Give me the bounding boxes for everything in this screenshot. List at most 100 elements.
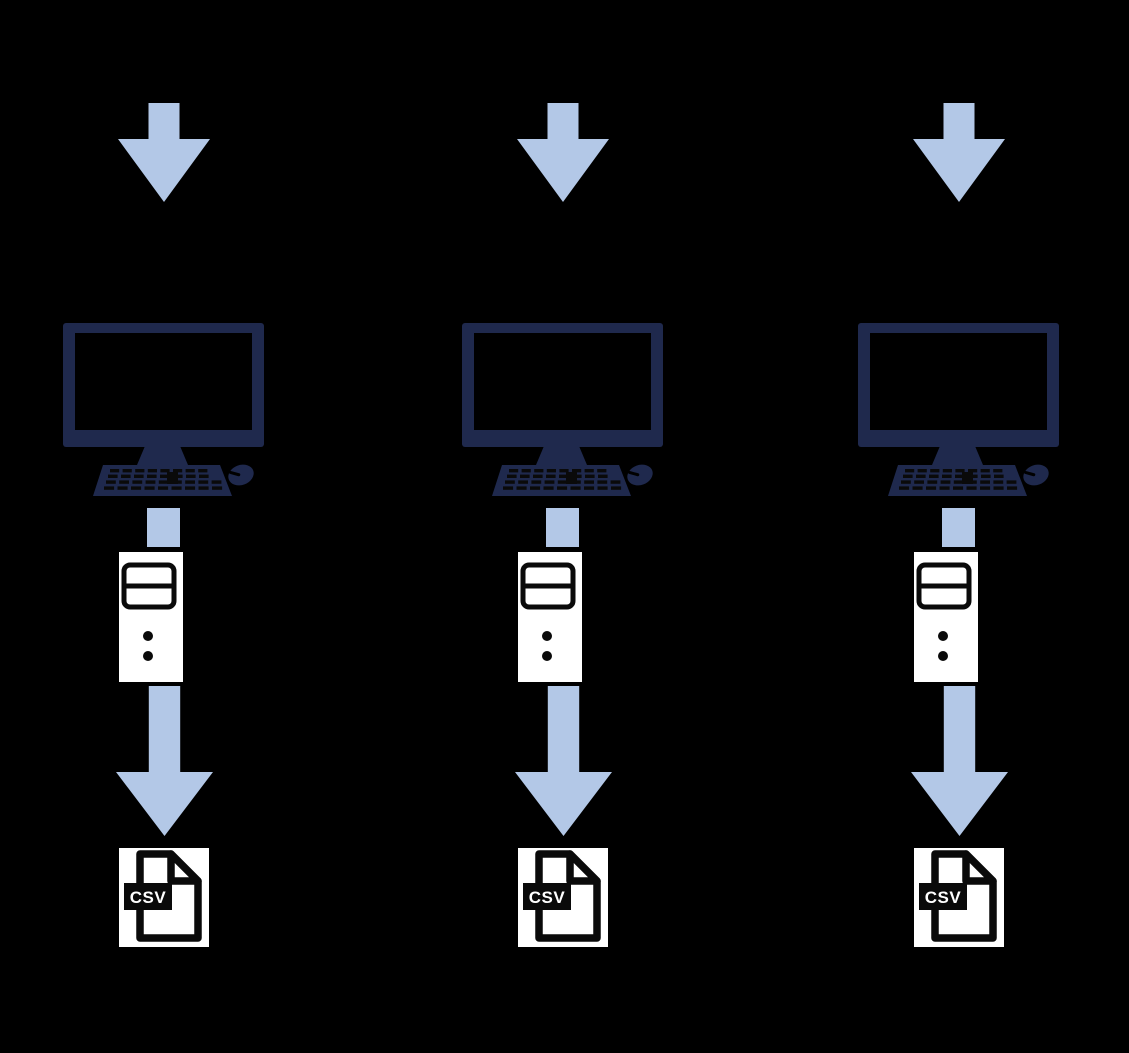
keyboard-key [106, 480, 116, 484]
keyboard-key [903, 474, 913, 478]
keyboard-key [912, 486, 923, 490]
keyboard-key [953, 480, 964, 484]
monitor-screen [474, 333, 651, 430]
file-fold [962, 850, 997, 885]
keyboard-key [953, 486, 964, 490]
mouse-body [228, 464, 254, 486]
keyboard-key [901, 480, 911, 484]
keyboard-key [597, 469, 607, 473]
keyboard-key [147, 474, 157, 478]
reset-button-dot [143, 651, 153, 661]
mouse-body [1023, 464, 1049, 486]
keyboard-keys [503, 469, 622, 490]
keyboard-key [585, 474, 595, 478]
file-label-text: CSV [529, 888, 566, 907]
mouse-slit [1023, 470, 1036, 477]
csv-file-icon: CSV [119, 848, 209, 947]
keyboard-key [119, 480, 129, 484]
keyboard-key [926, 486, 937, 490]
keyboard-key [572, 469, 582, 473]
keyboard-key [584, 469, 594, 473]
mouse-body [627, 464, 653, 486]
keyboard-key [185, 480, 195, 484]
keyboard-key [160, 469, 170, 473]
monitor-stand [536, 446, 587, 465]
keyboard-key [503, 486, 514, 490]
power-button-dot [143, 631, 153, 641]
keyboard-key [942, 469, 952, 473]
keyboard-key [929, 474, 939, 478]
keyboard-key [108, 474, 118, 478]
space-key [962, 472, 973, 484]
keyboard-key [993, 480, 1004, 484]
keyboard-key [980, 480, 990, 484]
keyboard-key [505, 480, 515, 484]
down-arrow-shape [913, 103, 1005, 202]
space-key [167, 472, 178, 484]
keyboard-key [185, 469, 195, 473]
keyboard-key [584, 480, 594, 484]
keyboard-key [131, 486, 142, 490]
keyboard-key [104, 486, 115, 490]
keyboard-key [914, 480, 924, 484]
down-arrow-shape [515, 686, 612, 836]
keyboard-key [534, 469, 544, 473]
pc-tower-icon [518, 552, 582, 682]
keyboard-key [940, 480, 951, 484]
keyboard-key [144, 486, 155, 490]
keyboard-key [121, 474, 131, 478]
keyboard-key [597, 486, 608, 490]
file-label-text: CSV [130, 888, 167, 907]
flow-connector [546, 508, 579, 547]
keyboard-key [199, 474, 209, 478]
keyboard-key [531, 480, 542, 484]
keyboard-key [173, 469, 183, 473]
keyboard-key [905, 469, 915, 473]
keyboard-key [939, 486, 950, 490]
keyboard-key [521, 469, 531, 473]
keyboard-key [610, 480, 621, 484]
down-arrow-shape [118, 103, 210, 202]
space-key [566, 472, 577, 484]
file-label-box [124, 883, 172, 910]
keyboard-key [132, 480, 143, 484]
monitor-screen [870, 333, 1047, 430]
keyboard-key [185, 486, 196, 490]
keyboard-key [186, 474, 196, 478]
reset-button-dot [542, 651, 552, 661]
keyboard-key [994, 474, 1004, 478]
keyboard-key [546, 474, 556, 478]
keyboard-key [516, 486, 527, 490]
keyboard-key [570, 486, 581, 490]
keyboard-key [557, 480, 568, 484]
keyboard-key [966, 486, 977, 490]
keyboard-key [980, 469, 990, 473]
desktop-computer-icon [63, 323, 264, 496]
keyboard-key [530, 486, 541, 490]
keyboard-key [533, 474, 543, 478]
keyboard-key [212, 486, 223, 490]
keyboard-key [158, 480, 169, 484]
keyboard-key [584, 486, 595, 490]
flow-column-1: CSV [24, 0, 304, 1053]
down-arrow-icon [911, 686, 1008, 836]
desktop-computer-icon [462, 323, 663, 496]
monitor-stand [137, 446, 188, 465]
file-fold [167, 850, 202, 885]
keyboard-key [546, 469, 556, 473]
keyboard-key [942, 474, 952, 478]
keyboard-key [171, 486, 182, 490]
keyboard-key [980, 486, 991, 490]
flow-column-3: CSV [819, 0, 1099, 1053]
monitor-screen [75, 333, 252, 430]
keyboard-key [198, 469, 208, 473]
keyboard-key [611, 486, 622, 490]
keyboard-key [134, 474, 144, 478]
flow-connector [147, 508, 180, 547]
keyboard-key [1007, 486, 1018, 490]
keyboard-key [543, 486, 554, 490]
keyboard-key [509, 469, 519, 473]
csv-file-icon: CSV [518, 848, 608, 947]
file-fold [566, 850, 601, 885]
